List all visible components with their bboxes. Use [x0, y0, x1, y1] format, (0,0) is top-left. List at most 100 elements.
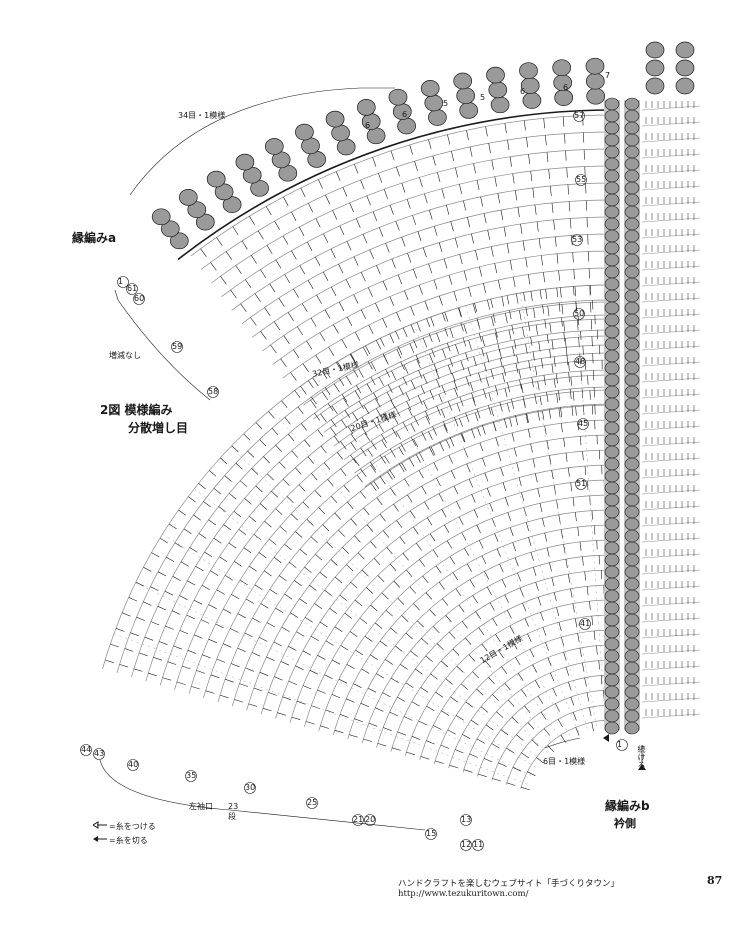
stitch-mark [514, 447, 517, 457]
edging-b-stitch [604, 601, 620, 615]
stitch-mark [410, 650, 418, 657]
stitch-mark [287, 433, 295, 442]
stitch-mark [532, 458, 536, 468]
edging-b-stitch [624, 553, 640, 567]
stitch-mark [121, 612, 131, 617]
row-arc [246, 434, 613, 711]
row-arc [200, 131, 613, 270]
stitch-mark [550, 185, 552, 197]
edging-b-stitch [604, 145, 620, 159]
stitch-mark [449, 437, 455, 447]
stitch-mark [498, 279, 501, 290]
edging-b-stitch [624, 337, 640, 351]
stitch-mark [572, 497, 575, 507]
row-arc [343, 369, 613, 460]
stitch-mark [563, 332, 565, 342]
stitch-mark [304, 439, 311, 448]
stitch-mark [288, 646, 297, 651]
stitch-mark [365, 587, 374, 594]
edging-b-stitch [604, 157, 620, 171]
edging-b-stitch [604, 241, 620, 255]
stitch-mark [219, 694, 229, 699]
stitch-mark [397, 731, 407, 736]
row-line [641, 425, 701, 431]
stitch-mark [488, 676, 495, 685]
stitch-mark [150, 586, 159, 591]
stitch-mark [518, 477, 522, 487]
stitch-mark [346, 664, 355, 670]
row-marker: 43 [94, 749, 105, 758]
edging-b-stitch [624, 133, 640, 147]
stitch-mark [376, 340, 382, 350]
stitch-mark [290, 372, 297, 381]
stitch-mark [533, 567, 537, 576]
stitch-mark [326, 541, 334, 549]
stitch-mark [564, 133, 566, 144]
stitch-mark [465, 376, 470, 387]
stitch-mark [465, 352, 469, 362]
stitch-mark [474, 303, 478, 312]
stitch-mark [389, 711, 398, 717]
stitch-mark [507, 382, 510, 393]
stitch-mark [499, 358, 503, 368]
stitch-mark [556, 253, 559, 264]
row-marker: 59 [172, 342, 183, 351]
edging-b-stitch [604, 661, 620, 675]
stitch-mark [374, 622, 383, 629]
edging-b-stitch [604, 133, 620, 147]
stitch-mark [259, 637, 268, 642]
stitch-mark [528, 537, 532, 546]
stitch-mark [187, 650, 197, 654]
stitch-mark [536, 221, 539, 232]
stitch-mark [476, 317, 480, 327]
edging-b-stitch [604, 421, 620, 435]
row-number-ring [579, 618, 591, 630]
stitch-mark [534, 204, 537, 215]
stitch-mark [524, 705, 531, 713]
stitch-mark [479, 540, 484, 549]
stitch-mark [468, 654, 476, 662]
stitch-mark [321, 391, 329, 401]
edging-b-stitch [604, 505, 620, 519]
stitch-mark [447, 729, 456, 735]
stitch-mark [300, 423, 307, 431]
stitch-mark [220, 457, 228, 465]
stitch-mark [311, 473, 318, 481]
stitch-mark [262, 708, 272, 712]
stitch-mark [404, 478, 410, 487]
stitch-mark [310, 317, 317, 327]
stitch-mark [429, 533, 436, 542]
edging-b-label: 縁編みb [605, 799, 650, 813]
stitch-mark [420, 687, 429, 693]
stitch-mark [234, 561, 242, 567]
stitch-mark [157, 605, 167, 611]
stitch-mark [373, 392, 379, 401]
stitch-mark [594, 525, 596, 535]
stitch-mark [255, 485, 263, 493]
row-number-ring [575, 478, 587, 490]
stitch-mark [332, 210, 338, 220]
stitch-mark [596, 645, 598, 655]
stitch-mark [501, 666, 508, 674]
row-arc [275, 464, 613, 719]
row-marker: 50 [574, 309, 585, 318]
row-line [641, 281, 701, 287]
stitch-mark [360, 309, 366, 319]
stitch-mark [573, 269, 575, 280]
stitch-mark [425, 655, 433, 662]
stitch-mark [215, 623, 224, 629]
stitch-mark [558, 514, 561, 524]
stitch-mark [403, 364, 409, 374]
stitch-mark [416, 322, 421, 332]
stitch-mark [396, 349, 402, 359]
stitch-mark [553, 378, 556, 388]
stitch-mark [295, 531, 303, 538]
edging-b-stitch [604, 589, 620, 603]
stitch-mark [415, 668, 423, 675]
stitch-mark [479, 266, 482, 277]
stitch-mark [345, 279, 351, 289]
stitch-mark [516, 354, 519, 364]
stitch-mark [124, 648, 134, 652]
stitch-mark [324, 369, 331, 379]
stitch-mark [193, 599, 203, 605]
